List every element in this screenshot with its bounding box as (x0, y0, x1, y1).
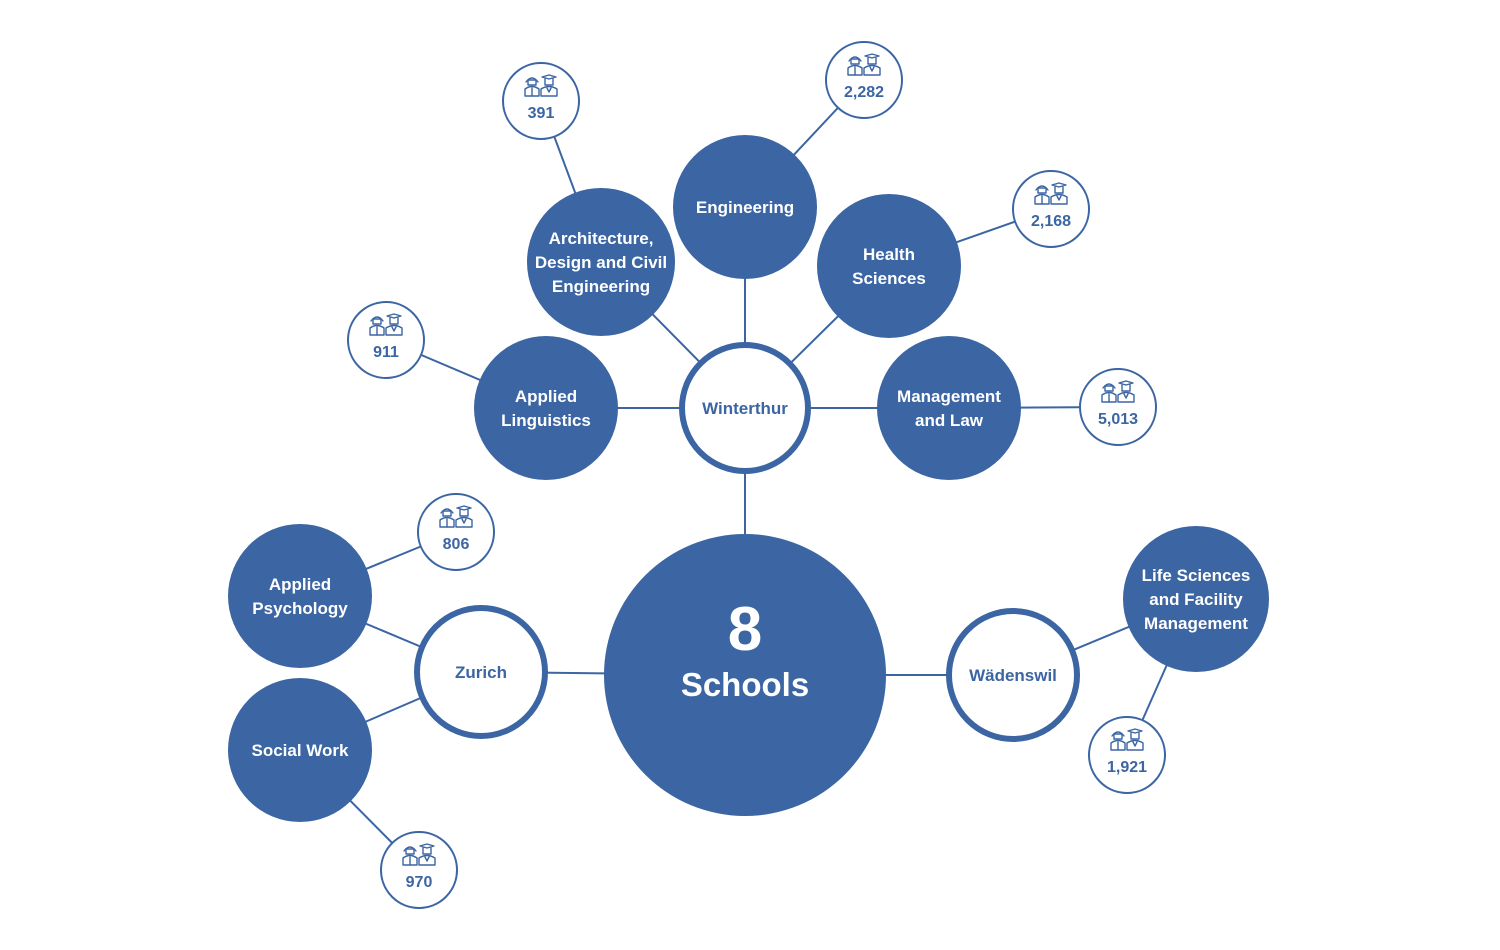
school-label-lifesciences-line-1: Life Sciences (1142, 566, 1251, 585)
school-node-management: Management and Law (877, 336, 1021, 480)
school-label-engineering-line-1: Engineering (696, 198, 794, 217)
school-circle-engineering (673, 135, 817, 279)
school-label-health-line-1: Health (863, 245, 915, 264)
campus-label-wadenswil: Wädenswil (969, 666, 1057, 685)
campus-label-winterthur: Winterthur (702, 399, 788, 418)
hub-number: 8 (728, 595, 762, 664)
school-circle-health (817, 194, 961, 338)
student-count-circle-engineering (825, 41, 903, 119)
hub-circle (604, 534, 886, 816)
school-label-lifesciences-line-2: and Facility (1149, 590, 1243, 609)
student-count-architecture: 391 (528, 105, 555, 122)
campus-node-zurich: Zurich (414, 605, 548, 739)
student-count-node-management: 5,013 (1079, 368, 1157, 446)
school-node-engineering: Engineering (673, 135, 817, 279)
school-node-social: Social Work (228, 678, 372, 822)
student-count-health: 2,168 (1031, 213, 1071, 230)
school-circle-management (877, 336, 1021, 480)
student-count-management: 5,013 (1098, 411, 1138, 428)
student-count-node-social: 970 (380, 831, 458, 909)
student-count-node-linguistics: 911 (347, 301, 425, 379)
student-count-node-lifesciences: 1,921 (1088, 716, 1166, 794)
school-label-social-line-1: Social Work (252, 741, 350, 760)
student-count-circle-linguistics (347, 301, 425, 379)
school-label-linguistics-line-2: Linguistics (501, 411, 591, 430)
student-count-node-architecture: 391 (502, 62, 580, 140)
student-count-circle-architecture (502, 62, 580, 140)
campus-node-winterthur: Winterthur (679, 342, 811, 474)
school-label-health-line-2: Sciences (852, 269, 926, 288)
school-label-psychology-line-2: Psychology (252, 599, 348, 618)
student-count-lifesciences: 1,921 (1107, 759, 1147, 776)
student-count-linguistics: 911 (373, 344, 399, 361)
school-circle-linguistics (474, 336, 618, 480)
student-count-circle-management (1079, 368, 1157, 446)
student-count-psychology: 806 (443, 536, 470, 553)
school-label-architecture-line-2: Design and Civil (535, 253, 667, 272)
hub-node: 8 Schools (604, 534, 886, 816)
school-label-psychology-line-1: Applied (269, 575, 331, 594)
student-count-node-engineering: 2,282 (825, 41, 903, 119)
school-label-architecture-line-3: Engineering (552, 277, 650, 296)
student-count-node-health: 2,168 (1012, 170, 1090, 248)
school-circle-architecture (527, 188, 675, 336)
student-count-social: 970 (406, 874, 433, 891)
school-circle-lifesciences (1123, 526, 1269, 672)
school-label-management-line-1: Management (897, 387, 1001, 406)
school-label-architecture-line-1: Architecture, (549, 229, 654, 248)
school-circle-social (228, 678, 372, 822)
student-count-circle-lifesciences (1088, 716, 1166, 794)
student-count-engineering: 2,282 (844, 84, 884, 101)
school-label-linguistics-line-1: Applied (515, 387, 577, 406)
school-label-lifesciences-line-3: Management (1144, 614, 1248, 633)
campus-node-wadenswil: Wädenswil (946, 608, 1080, 742)
campus-label-zurich: Zurich (455, 663, 507, 682)
student-count-circle-social (380, 831, 458, 909)
student-count-circle-health (1012, 170, 1090, 248)
hub-label: Schools (681, 666, 809, 703)
school-label-management-line-2: and Law (915, 411, 984, 430)
student-count-node-psychology: 806 (417, 493, 495, 571)
student-count-circle-psychology (417, 493, 495, 571)
school-circle-psychology (228, 524, 372, 668)
